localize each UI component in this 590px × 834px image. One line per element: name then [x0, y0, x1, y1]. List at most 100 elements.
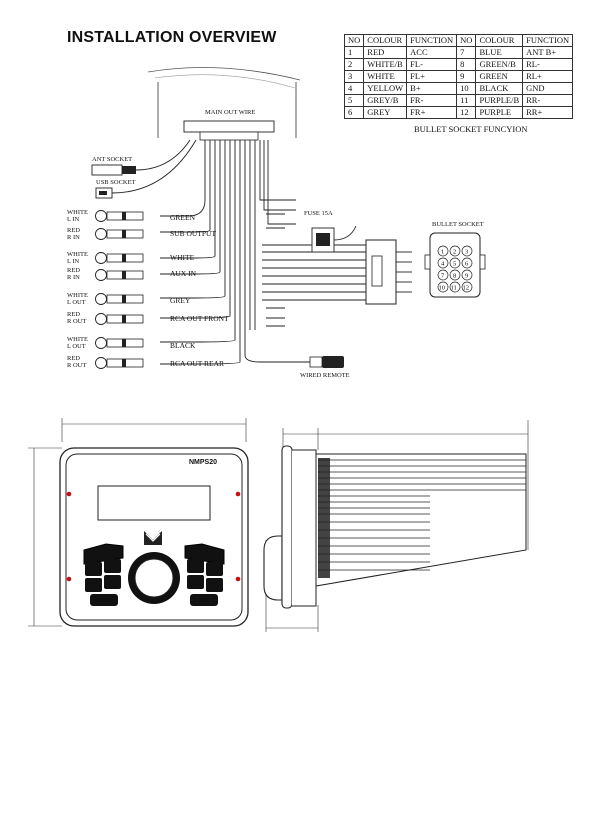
preset-button[interactable]	[85, 578, 102, 592]
page-title: INSTALLATION OVERVIEW	[67, 29, 277, 46]
rca-r-in-label: R IN	[67, 274, 80, 281]
side-flange	[292, 449, 317, 607]
lcd-display	[97, 485, 211, 521]
table-cell: 2	[343, 58, 365, 71]
wired-remote-label: WIRED REMOTE	[300, 372, 350, 379]
pin-number: 5	[453, 261, 456, 268]
group-color-label: WHITE	[170, 253, 195, 262]
pin-number: 1	[441, 249, 444, 256]
table-cell: RR+	[522, 106, 574, 119]
main-out-connector-body	[199, 131, 259, 141]
preset-button[interactable]	[104, 559, 121, 573]
side-clamp	[318, 458, 330, 578]
fuse-label: FUSE 15A	[304, 210, 333, 217]
harness-plug-latch	[371, 255, 383, 287]
volume-knob-center[interactable]	[134, 558, 174, 598]
wired-remote-connector	[322, 356, 344, 368]
table-caption: BULLET SOCKET FUNCYION	[414, 124, 528, 134]
side-knob	[263, 535, 283, 601]
usb-socket-label: USB SOCKET	[96, 179, 136, 186]
pin-number: 6	[465, 261, 469, 268]
table-row: 4 YELLOW B+ 10 BLACK GND	[343, 82, 574, 95]
preset-button[interactable]	[206, 562, 223, 576]
rca-l-in-label: L IN	[67, 258, 80, 265]
pin-number: 3	[465, 249, 468, 256]
wire-function-table: NO COLOUR FUNCTION NO COLOUR FUNCTION 1 …	[343, 34, 574, 119]
ant-socket	[91, 164, 123, 176]
bullet-socket-label: BULLET SOCKET	[432, 221, 484, 228]
rca-row-rear-red: RED R OUT	[67, 355, 144, 369]
pin-number: 9	[465, 273, 468, 280]
ant-cable	[135, 139, 191, 171]
table-row: 3 WHITE FL+ 9 GREEN RL+	[343, 70, 574, 83]
rca-r-out-label: R OUT	[67, 362, 86, 369]
preset-button[interactable]	[187, 575, 204, 589]
table-cell: 10	[456, 82, 477, 95]
pin-number: 10	[439, 285, 446, 292]
preset-button[interactable]	[206, 578, 223, 592]
usb-port	[99, 191, 107, 195]
ant-socket-body	[122, 166, 136, 174]
bullet-socket-pins: 1 2 3 4 5 6 7 8 9 10 11 12	[437, 245, 473, 293]
screw-hole	[66, 491, 72, 497]
rca-l-out-label: L OUT	[67, 299, 86, 306]
table-cell: 6	[343, 106, 365, 119]
rca-r-out-label: R OUT	[67, 318, 86, 325]
side-fins	[318, 459, 526, 571]
pin-number: 7	[441, 273, 445, 280]
brand-logo-icon-mark	[145, 533, 161, 542]
rca-red-label: RED	[67, 355, 80, 362]
rca-white-label: WHITE	[67, 292, 88, 299]
model-name: NMPS20	[189, 459, 217, 466]
side-bezel	[281, 445, 293, 609]
pin-number: 2	[453, 249, 456, 256]
group-color-label: GREY	[170, 296, 191, 305]
rca-row-sub-red: RED R IN	[67, 227, 144, 241]
group-name-label: RCA OUT FRONT	[170, 314, 229, 323]
wired-remote-plug	[309, 356, 323, 368]
preset-button[interactable]	[90, 594, 118, 606]
bullet-socket-key	[424, 254, 431, 270]
rca-red-label: RED	[67, 267, 80, 274]
harness-stubs	[266, 199, 285, 327]
rca-l-in-label: L IN	[67, 216, 80, 223]
table-cell: PURPLE	[475, 106, 524, 119]
plug-pins	[396, 251, 412, 293]
group-color-label: GREEN	[170, 213, 196, 222]
brand-logo-icon	[144, 531, 162, 545]
pin-number: 12	[463, 285, 470, 292]
group-name-label: RCA OUT REAR	[170, 359, 224, 368]
rca-row-aux-red: RED R IN	[67, 267, 144, 281]
main-out-connector	[183, 120, 275, 133]
usb-cable	[111, 139, 197, 194]
rca-row-sub-white: WHITE L IN	[67, 209, 144, 223]
preset-button[interactable]	[190, 594, 218, 606]
screw-hole	[235, 576, 241, 582]
housing-outline	[154, 74, 296, 89]
wire-harness	[160, 140, 366, 365]
preset-button[interactable]	[187, 559, 204, 573]
rca-row-front-red: RED R OUT	[67, 311, 144, 325]
rca-row-front-white: WHITE L OUT	[67, 292, 144, 306]
table-cell: 12	[456, 106, 477, 119]
rca-red-label: RED	[67, 311, 80, 318]
rca-row-aux-white: WHITE L IN	[67, 251, 144, 265]
ant-socket-label: ANT SOCKET	[92, 156, 132, 163]
fuse	[316, 233, 330, 246]
rca-red-label: RED	[67, 227, 80, 234]
preset-button[interactable]	[104, 575, 121, 589]
housing-outline	[147, 67, 301, 81]
rca-white-label: WHITE	[67, 336, 88, 343]
rca-l-out-label: L OUT	[67, 343, 86, 350]
screw-hole	[235, 491, 241, 497]
fuse-lead	[333, 225, 357, 241]
pin-number: 8	[453, 273, 456, 280]
pin-number: 11	[451, 285, 457, 292]
table-row: 2 WHITE/B FL- 8 GREEN/B RL-	[343, 58, 574, 71]
rca-white-label: WHITE	[67, 251, 88, 258]
screw-hole	[66, 576, 72, 582]
device-drawings: NMPS20	[28, 418, 529, 632]
preset-button[interactable]	[85, 562, 102, 576]
group-name-label: SUB OUTPUT	[170, 229, 216, 238]
